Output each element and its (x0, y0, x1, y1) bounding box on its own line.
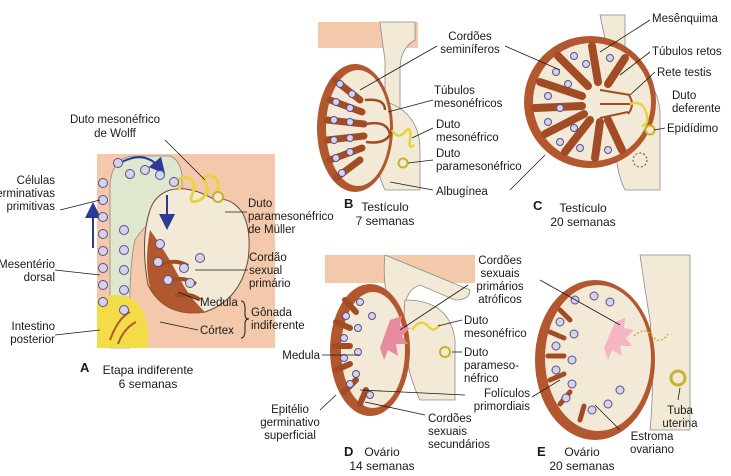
label-indifferent-gonad-2: indiferente (251, 320, 305, 332)
label-medulla: Medula (200, 297, 238, 309)
panel-a-letter: A (80, 360, 90, 375)
panel-c-letter: C (533, 198, 543, 213)
panel-b-letter: B (344, 196, 353, 211)
label-surface-epithelium-2: germinativo (260, 417, 319, 429)
label-d-paramesonephric-duct-3: néfrico (464, 373, 499, 385)
label-b-paramesonephric-duct-1: Duto (436, 148, 460, 160)
label-b-paramesonephric-duct-2: paramesonéfrico (436, 161, 522, 173)
label-d-medulla: Medula (282, 350, 320, 362)
panel-d-letter: D (344, 444, 353, 459)
label-ductus-deferens-1: Duto (672, 90, 696, 102)
label-primary-sex-cord-1: Cordão (249, 252, 287, 264)
label-primary-sex-cord-3: primário (249, 278, 291, 290)
label-indifferent-gonad-1: Gônada (251, 307, 293, 319)
panel-d-caption-2: 14 semanas (349, 459, 414, 473)
label-dorsal-mesentery-2: dorsal (24, 272, 55, 284)
label-wolffian-duct-2: de Wolff (94, 128, 137, 140)
label-mullerian-duct-2: paramesonéfrico (248, 211, 334, 223)
label-seminiferous-cords-1: Cordões (448, 31, 492, 43)
label-albuginea: Albugínea (436, 186, 488, 198)
label-primordial-follicles-1: Folículos (484, 388, 530, 400)
mullerian-duct-circle (213, 192, 223, 202)
label-ductus-deferens-2: deferente (672, 103, 721, 115)
label-secondary-cords-2: sexuais (428, 426, 467, 438)
label-hindgut-1: Intestino (12, 321, 55, 333)
label-mesonephric-tubules-2: mesonéfricos (434, 98, 503, 110)
panel-c-epididymis (646, 126, 655, 135)
label-d-mesonephric-duct-2: mesonéfrico (464, 328, 527, 340)
label-germ-cells-2: germinativas (0, 188, 55, 200)
panel-c: C Testículo 20 semanas (524, 15, 660, 229)
label-wolffian-duct-1: Duto mesonéfrico (70, 114, 160, 126)
label-atrophic-cords-3: primários (476, 281, 524, 293)
label-rete-testis: Rete testis (657, 67, 712, 79)
panel-d-paramesonephric-duct (440, 347, 450, 357)
panel-b-caption-2: 7 semanas (356, 214, 415, 228)
label-d-paramesonephric-duct-1: Duto (464, 347, 488, 359)
label-secondary-cords-1: Cordões (428, 413, 472, 425)
label-seminiferous-cords-2: seminíferos (440, 44, 500, 56)
label-mesonephric-tubules-1: Túbulos (434, 85, 475, 97)
panel-a-caption-1: Etapa indiferente (103, 363, 194, 377)
label-primary-sex-cord-2: sexual (249, 265, 282, 277)
label-dorsal-mesentery-1: Mesentério (0, 259, 55, 271)
panel-e-caption-1: Ovário (564, 445, 600, 459)
panel-b: B Testículo 7 semanas (317, 22, 420, 228)
panel-b-caption-1: Testículo (361, 200, 409, 214)
label-uterine-tube-2: uterina (662, 418, 698, 430)
label-uterine-tube-1: Tuba (667, 405, 693, 417)
panel-d-caption-1: Ovário (364, 445, 400, 459)
label-surface-epithelium-3: superficial (264, 430, 316, 442)
label-b-mesonephric-duct-1: Duto (436, 119, 460, 131)
label-hindgut-2: posterior (10, 334, 55, 346)
panel-c-caption-1: Testículo (559, 201, 607, 215)
label-surface-epithelium-1: Epitélio (271, 404, 309, 416)
label-atrophic-cords-4: atróficos (478, 294, 522, 306)
panel-e-uterine-tube (671, 371, 685, 385)
label-d-paramesonephric-duct-2: parameso- (464, 360, 519, 372)
label-b-mesonephric-duct-2: mesonéfrico (436, 132, 499, 144)
panel-c-caption-2: 20 semanas (550, 215, 615, 229)
label-mullerian-duct-3: de Müller (248, 224, 295, 236)
panel-e-letter: E (537, 444, 546, 459)
panel-b-paramesonephric-duct (399, 159, 408, 168)
label-primordial-follicles-2: primordiais (474, 401, 530, 413)
label-straight-tubules: Túbulos retos (652, 46, 722, 58)
label-cortex: Córtex (200, 325, 234, 337)
label-mesenchyme: Mesênquima (652, 13, 718, 25)
label-germ-cells-1: Células (17, 175, 56, 187)
panel-b-testis-body (326, 70, 390, 186)
label-germ-cells-3: primitivas (6, 201, 55, 213)
panel-e-caption-2: 20 semanas (549, 459, 614, 473)
label-atrophic-cords-2: sexuais (481, 268, 520, 280)
panel-a-caption-2: 6 semanas (119, 377, 178, 391)
label-mullerian-duct-1: Duto (248, 198, 272, 210)
label-epididymis: Epidídimo (667, 123, 718, 135)
label-secondary-cords-3: secundários (428, 439, 490, 451)
label-atrophic-cords-1: Cordões (478, 255, 522, 267)
label-d-mesonephric-duct-1: Duto (464, 315, 488, 327)
label-ovarian-stroma-1: Estroma (631, 431, 674, 443)
label-ovarian-stroma-2: ovariano (630, 444, 674, 456)
